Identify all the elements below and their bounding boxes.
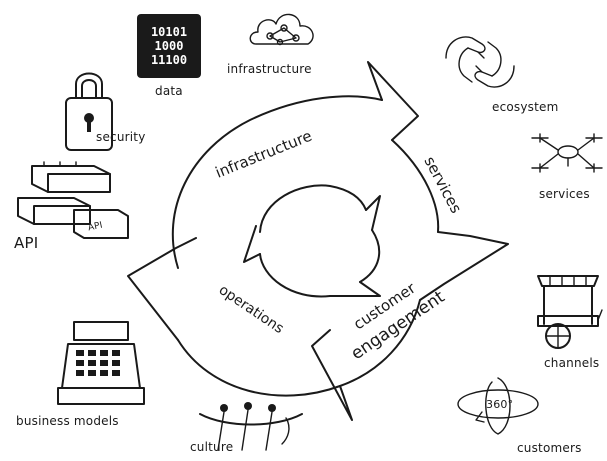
inner-arrow-top [365,195,381,231]
inner-arc-right [359,229,381,283]
arrowhead-bottom [311,329,353,421]
padlock-icon [62,64,116,156]
ring-label-infrastructure: infrastructure [213,127,315,182]
label-services: services [539,187,590,201]
drone-icon [528,124,606,182]
building-blocks-icon [14,158,132,246]
joined-hands-icon [438,28,522,96]
label-culture: culture [190,440,234,454]
arrowhead-top [367,61,419,141]
globe-360-icon [452,372,542,440]
cycle-arc-top [171,95,383,269]
arrowhead-right [419,231,509,301]
rowing-boat-icon [196,398,306,454]
binary-data-icon: 10101 1000 11100 [137,14,201,78]
label-ecosystem: ecosystem [492,100,559,114]
inner-arc-top [259,184,367,233]
label-data: data [155,84,183,98]
cycle-arc-right [391,139,440,233]
label-customers: customers [517,441,582,455]
market-cart-icon [532,262,604,354]
label-business-models: business models [16,414,119,428]
globe-360-label: 360° [486,398,514,411]
label-api: API [14,234,39,252]
inner-arrow-right [329,281,381,297]
binary-line: 10101 [150,25,188,39]
ring-label-operations: operations [216,282,287,337]
label-channels: channels [544,356,600,370]
label-infrastructure: infrastructure [227,62,312,76]
cash-register-icon [56,316,146,408]
inner-arc-left [259,253,331,298]
binary-line: 11100 [150,53,188,67]
inner-arrow-left [243,225,261,263]
arrowhead-left [127,237,197,341]
binary-line: 1000 [154,39,184,53]
cycle-arc-bottom-right [339,299,421,387]
cycle-arc-bottom [177,339,341,397]
cloud-network-icon [246,4,322,58]
label-security: security [96,130,146,144]
